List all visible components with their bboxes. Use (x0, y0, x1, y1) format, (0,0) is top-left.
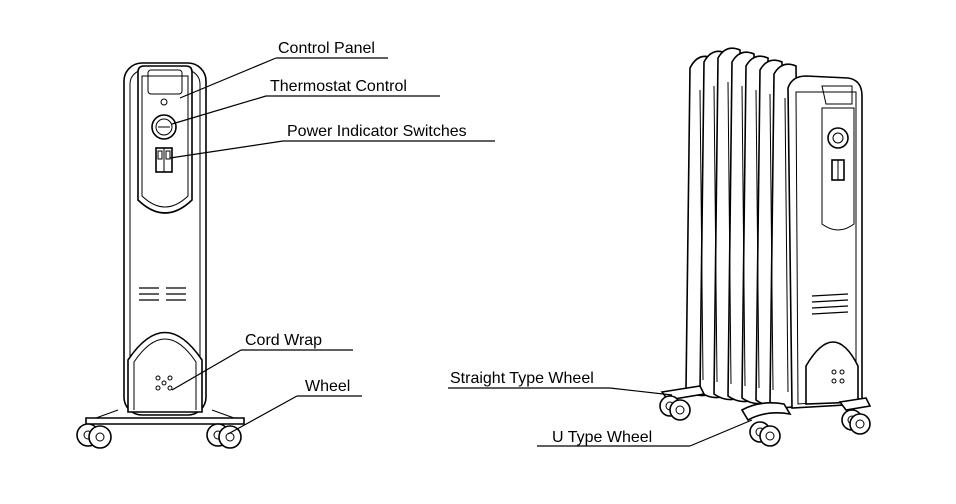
rear-wheel (838, 397, 872, 435)
label-wheel: Wheel (305, 378, 350, 395)
side-control-column (787, 75, 863, 409)
u-type-wheel-base (740, 402, 792, 447)
callout-straight-type-wheel: Straight Type Wheel (448, 370, 673, 396)
label-control-panel: Control Panel (278, 40, 375, 57)
front-wheel-left (76, 423, 112, 449)
callout-u-type-wheel: U Type Wheel (537, 419, 753, 447)
power-switches (155, 147, 173, 173)
callout-power-indicator-switches: Power Indicator Switches (169, 123, 495, 159)
front-wheel-right (206, 423, 242, 449)
callout-thermostat-control: Thermostat Control (171, 78, 440, 125)
front-view-heater (76, 62, 245, 449)
front-feet (85, 409, 245, 425)
label-cord-wrap: Cord Wrap (245, 332, 322, 349)
label-straight-type-wheel: Straight Type Wheel (450, 370, 594, 387)
callout-control-panel: Control Panel (179, 40, 388, 99)
label-thermostat-control: Thermostat Control (270, 78, 407, 95)
straight-type-wheel-base (659, 385, 706, 421)
cord-wrap-housing (127, 331, 203, 413)
heater-fins (685, 47, 801, 409)
perspective-view-heater (659, 47, 872, 447)
thermostat-dial (151, 114, 177, 140)
label-u-type-wheel: U Type Wheel (552, 429, 652, 446)
callout-wheel: Wheel (227, 378, 362, 435)
callout-cord-wrap: Cord Wrap (171, 332, 353, 391)
front-vents (139, 287, 186, 301)
label-power-indicator-switches: Power Indicator Switches (287, 123, 467, 140)
